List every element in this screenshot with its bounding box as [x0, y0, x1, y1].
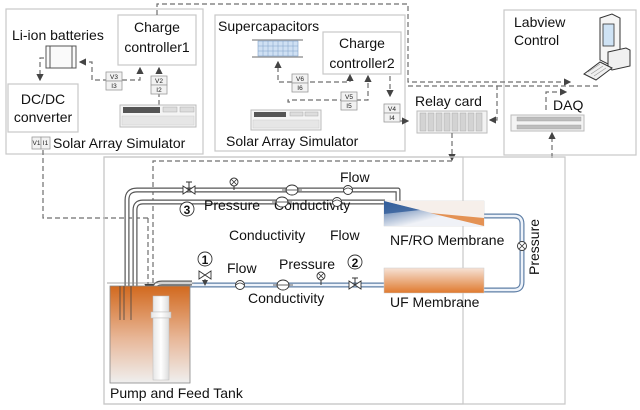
supercapacitor-icon — [252, 39, 303, 58]
cc1-label-1: Charge — [134, 19, 180, 35]
v4-i4-sensor: V4 I4 — [383, 103, 401, 123]
svg-text:I4: I4 — [389, 115, 395, 122]
sas2-label: Solar Array Simulator — [226, 133, 359, 149]
conductivity-sensor-bottom — [273, 279, 293, 291]
valve-1-number-circle — [197, 251, 213, 267]
uf-label: UF Membrane — [390, 294, 480, 310]
svg-text:I6: I6 — [297, 85, 303, 92]
tank-label: Pump and Feed Tank — [110, 385, 244, 401]
pressure-bottom-label: Pressure — [279, 256, 335, 272]
labview-label-2: Control — [514, 32, 559, 48]
v2-i2-sensor: V2 I2 — [150, 75, 168, 95]
conductivity-bottom-label: Conductivity — [248, 290, 324, 306]
nfro-label: NF/RO Membrane — [390, 232, 505, 248]
svg-text:I1: I1 — [43, 140, 49, 147]
pressure-top-label: Pressure — [204, 197, 260, 213]
pressure-sensor-bottom — [316, 271, 326, 285]
cc2-label-1: Charge — [339, 35, 385, 51]
solar-array-simulator-device-1 — [119, 104, 197, 128]
svg-text:V5: V5 — [345, 94, 353, 101]
valve-3-number-circle — [179, 201, 195, 217]
conductivity-top-label: Conductivity — [274, 197, 350, 213]
v5-i5-sensor: V5 I5 — [340, 91, 358, 111]
flow-bottom-label: Flow — [227, 260, 257, 276]
svg-text:I2: I2 — [156, 87, 162, 94]
svg-text:V3: V3 — [110, 74, 118, 81]
daq-label: DAQ — [553, 97, 583, 113]
pressure-sensor-right — [517, 241, 527, 251]
flow-mid-label: Flow — [330, 227, 360, 243]
daq-icon — [510, 114, 585, 132]
valve-2-number-circle — [347, 254, 363, 270]
flow-top-label: Flow — [340, 169, 370, 185]
v1-i1-sensor: V1 I1 — [31, 136, 51, 150]
svg-text:V1: V1 — [33, 140, 41, 147]
relay-card-label: Relay card — [415, 93, 482, 109]
uf-membrane — [383, 267, 485, 294]
conductivity-mid-label: Conductivity — [229, 227, 305, 243]
conductivity-sensor-mid — [272, 196, 292, 208]
v3-i3-sensor: V3 I3 — [105, 71, 123, 91]
labview-label-1: Labview — [514, 14, 566, 30]
svg-text:I5: I5 — [346, 103, 352, 110]
dcdc-label-1: DC/DC — [21, 91, 65, 107]
flow-sensor-mid — [332, 197, 342, 207]
valve-2-number: 2 — [352, 256, 359, 270]
cc2-label-2: controller2 — [329, 55, 395, 71]
pump-icon — [150, 295, 172, 381]
flow-sensor-top — [343, 185, 353, 195]
pressure-sensor-top — [229, 177, 239, 190]
sas1-label: Solar Array Simulator — [53, 135, 186, 151]
relay-card-icon — [416, 110, 488, 134]
valve-1-icon — [198, 270, 212, 286]
svg-text:V4: V4 — [388, 106, 396, 113]
water-treatment-box-outline — [103, 156, 566, 405]
valve-3-number: 3 — [184, 203, 191, 217]
charge-controller-1 — [117, 14, 197, 66]
solar-array-simulator-device-2 — [250, 109, 322, 131]
valve-3-icon — [182, 181, 196, 195]
valve-2-icon — [348, 277, 362, 290]
cc1-label-2: controller1 — [124, 39, 190, 55]
nfro-membrane — [383, 200, 485, 227]
v6-i6-sensor: V6 I6 — [291, 73, 309, 93]
pressure-right-label: Pressure — [526, 219, 542, 275]
dcdc-label-2: converter — [14, 109, 73, 125]
li-ion-label: Li-ion batteries — [12, 27, 104, 43]
dcdc-converter — [7, 83, 79, 133]
charge-controller-2 — [322, 31, 402, 75]
svg-text:V6: V6 — [296, 76, 304, 83]
pipes — [124, 187, 525, 320]
valve-1-number: 1 — [202, 253, 209, 267]
flow-sensor-bottom — [235, 280, 245, 290]
feed-tank — [109, 285, 191, 384]
conductivity-sensor-top — [282, 184, 302, 196]
svg-text:V2: V2 — [155, 78, 163, 85]
supercap-label: Supercapacitors — [218, 18, 319, 34]
computer-icon — [583, 13, 631, 81]
svg-text:I3: I3 — [111, 83, 117, 90]
battery-icon — [45, 45, 77, 69]
